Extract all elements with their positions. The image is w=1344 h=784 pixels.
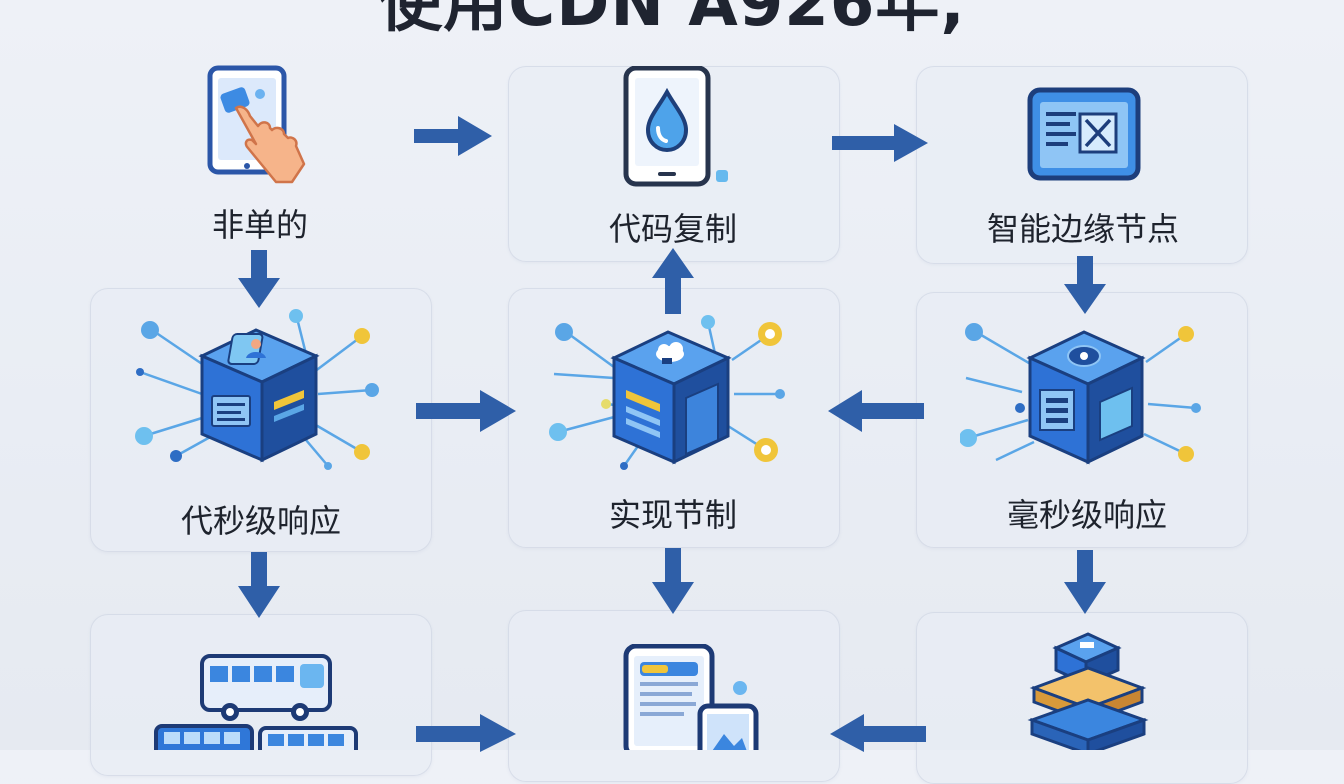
node-label-3: 智能边缘节点 xyxy=(986,210,1179,248)
arrow-n4-to-n5 xyxy=(416,390,516,432)
arrow-n7-to-n8 xyxy=(416,714,516,752)
network-cube-server-icon xyxy=(960,323,1201,465)
arrow-n4-to-n7 xyxy=(238,552,280,618)
network-cube-cloud-icon xyxy=(549,315,785,470)
arrow-n2-to-n3 xyxy=(832,124,928,162)
node-label-6: 毫秒级响应 xyxy=(1006,496,1167,534)
tablet-touch-icon xyxy=(207,65,306,184)
arrow-n3-to-n6 xyxy=(1064,256,1106,314)
arrow-n5-to-n8 xyxy=(652,548,694,614)
arrow-n6-to-n9 xyxy=(1064,550,1106,614)
arrow-n6-to-n5 xyxy=(828,390,924,432)
node-label-1: 非单的 xyxy=(211,206,308,244)
node-label-2: 代码复制 xyxy=(608,210,737,248)
devices-icon xyxy=(623,644,759,750)
xml-document-icon xyxy=(1027,87,1141,181)
diagram-title: 使用CDN A926年, xyxy=(378,0,966,41)
arrow-n9-to-n8 xyxy=(830,714,926,752)
arrow-n5-to-n2 xyxy=(652,248,694,314)
arrow-n1-to-n2 xyxy=(414,116,492,156)
arrow-n1-to-n4 xyxy=(238,250,280,308)
node-label-5: 实现节制 xyxy=(608,496,737,534)
node-label-4: 代秒级响应 xyxy=(180,502,341,540)
tablet-droplet-icon xyxy=(623,66,728,187)
network-cube-user-icon xyxy=(135,309,379,470)
buses-icon xyxy=(154,654,358,750)
book-stack-icon xyxy=(1027,632,1149,750)
